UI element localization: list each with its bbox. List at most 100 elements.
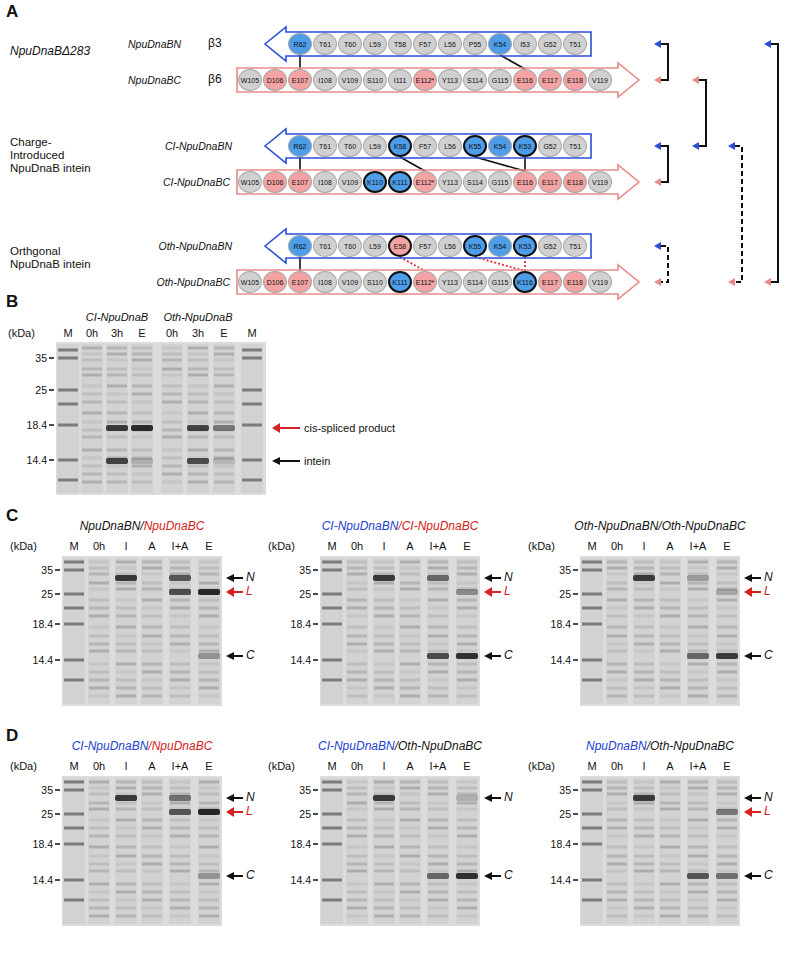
background-band [660,671,680,674]
residue-circle: L56 [438,135,462,157]
protein-band [198,589,220,595]
lane-smear [88,778,110,924]
residue-label: L56 [444,243,456,250]
background-band [688,626,708,629]
background-band [660,679,680,682]
background-band [428,846,448,849]
residue-label: L56 [444,41,456,48]
background-band [199,643,219,646]
background-band [116,687,136,690]
background-band [717,671,737,674]
background-band [142,907,162,910]
background-band [634,827,654,830]
lane-label: M [587,540,596,553]
background-band [89,582,109,585]
lane-smear [659,778,681,924]
background-band [660,588,680,591]
background-band [660,626,680,629]
residue-label: G115 [492,279,509,286]
strand-number: β6 [208,73,222,87]
marker-size: 14.4 [33,654,53,666]
background-band [428,907,448,910]
background-band [428,671,448,674]
lane-smear [321,778,343,924]
background-band [214,473,234,476]
background-band [142,863,162,866]
residue-label: F57 [419,243,431,250]
background-band [688,635,708,638]
residue-circle: E116 [513,171,537,193]
background-band [660,793,680,796]
residue-circle: S114 [463,271,487,293]
background-band [214,347,234,350]
background-band [347,582,367,585]
background-band [242,459,262,462]
background-band [116,819,136,822]
residue-circle: K55 [463,235,487,257]
background-band [132,353,152,356]
background-band [634,855,654,858]
residue-label: D106 [267,179,284,186]
background-band [170,582,190,585]
lane-label: E [220,327,227,340]
background-band [322,607,342,610]
background-band [428,663,448,666]
residue-label: V109 [342,77,358,84]
background-band [347,626,367,629]
marker-tick [55,593,60,595]
lane-label: A [148,760,155,773]
residue-label: R62 [294,243,307,250]
background-band [132,465,152,468]
gel-title-part: CI-NpuDnaBN [72,740,149,754]
background-band [322,827,342,830]
background-band [347,793,367,796]
background-band [64,679,84,682]
residue-circle: K116 [513,271,537,293]
background-band [607,819,627,822]
marker-tick [49,424,54,426]
background-band [82,449,102,452]
gel-title-part: /NpuDnaBC [148,740,212,754]
residue-circle: I108 [313,171,337,193]
background-band [170,663,190,666]
background-band [199,855,219,858]
background-band [688,899,708,902]
background-band [170,635,190,638]
background-band [347,643,367,646]
background-band [132,401,152,404]
background-band [89,819,109,822]
background-band [428,626,448,629]
background-band [347,891,367,894]
background-band [322,879,342,882]
residue-circle: T51 [563,135,587,157]
background-band [82,353,102,356]
residue-circle: F57 [413,33,437,55]
background-band [107,421,127,424]
background-band [428,781,448,784]
background-band [347,808,367,811]
background-band [717,915,737,918]
background-band [400,793,420,796]
marker-tick [313,659,318,661]
background-band [170,891,190,894]
background-band [428,883,448,886]
marker-size: 18.4 [33,838,53,850]
marker-tick [573,593,578,595]
marker-tick [55,569,60,571]
salt-bridge-line [500,55,525,69]
band-pointer [751,797,761,799]
residue-circle: K54 [488,135,512,157]
background-band [82,421,102,424]
background-band [457,643,477,646]
background-band [199,835,219,838]
strand-number: β3 [208,37,222,51]
protein-band [169,575,191,581]
background-band [89,643,109,646]
background-band [428,615,448,618]
marker-size: 14.4 [291,874,311,886]
background-band [170,615,190,618]
background-band [374,915,394,918]
lane-label: 0h [86,327,98,340]
background-band [89,883,109,886]
